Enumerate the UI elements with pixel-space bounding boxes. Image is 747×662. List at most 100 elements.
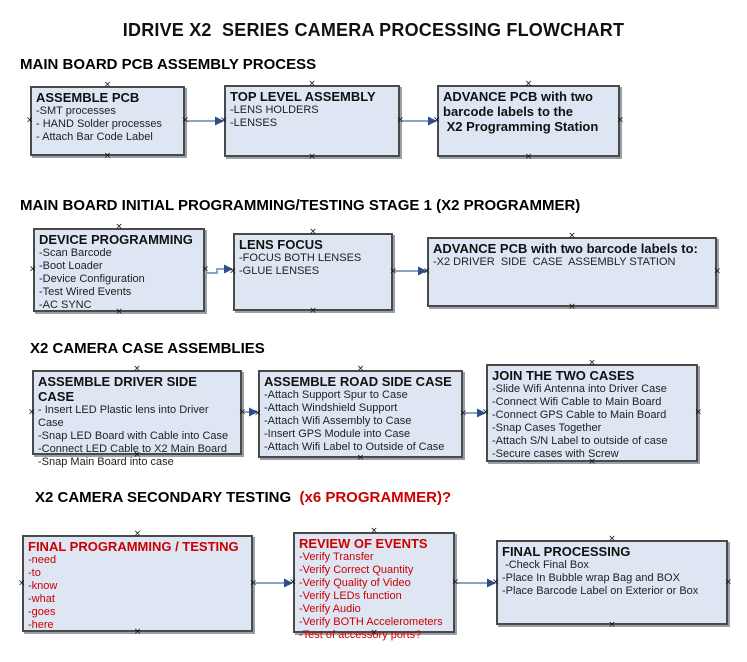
flow-box-item: -Attach S/N Label to outside of case [492, 435, 668, 447]
flow-box-title: FINAL PROCESSING [502, 544, 631, 559]
connection-handle-icon: × [308, 79, 316, 89]
connector-arrow-2 [401, 116, 437, 126]
flow-box-item: -Attach Wifi Assembly to Case [264, 415, 412, 427]
connection-handle-icon: × [103, 80, 112, 90]
flow-box-item: -to [28, 567, 41, 579]
flow-box-item: -AC SYNC [39, 299, 92, 311]
flow-box-item: -Connect LED Cable to X2 Main Board [38, 443, 227, 455]
flow-box-title: ADVANCE PCB with two barcode labels to t… [443, 89, 599, 134]
connection-handle-icon: × [356, 364, 365, 374]
section-heading-secondary-testing: X2 CAMERA SECONDARY TESTING (x6 PROGRAMM… [35, 489, 451, 506]
flow-box-item: -X2 DRIVER SIDE CASE ASSEMBLY STATION [433, 256, 676, 268]
connection-handle-icon: × [389, 266, 397, 277]
flow-box-lens-focus[interactable]: LENS FOCUS -FOCUS BOTH LENSES-GLUE LENSE… [229, 228, 397, 316]
flow-box-assemble-pcb[interactable]: ASSEMBLE PCB -SMT processes- HAND Solder… [26, 81, 189, 161]
connection-handle-icon: × [568, 302, 576, 312]
flow-box-title: FINAL PROGRAMMING / TESTING [28, 539, 239, 554]
connection-handle-icon: × [26, 115, 34, 126]
connection-handle-icon: × [492, 577, 500, 587]
connection-handle-icon: × [18, 578, 26, 588]
flow-box-item: -Secure cases with Screw [492, 448, 619, 460]
connector-arrow-8 [456, 578, 496, 588]
flow-box-item: -Connect GPS Cable to Main Board [492, 409, 667, 421]
connection-handle-icon: × [309, 227, 317, 237]
flow-box-item: -Insert GPS Module into Case [264, 428, 411, 440]
section-heading-red-suffix: (x6 PROGRAMMER)? [299, 489, 452, 506]
flow-box-final-processing[interactable]: FINAL PROCESSING -Check Final Box-Place … [492, 535, 732, 630]
flow-box-items: -Verify Transfer-Verify Correct Quantity… [299, 551, 449, 642]
flow-box-item: -what [28, 593, 55, 605]
flow-box-item: -goes [28, 606, 56, 618]
connection-handle-icon: × [423, 266, 431, 277]
flow-box-item: -Verify Audio [299, 603, 361, 615]
flow-box-items: -FOCUS BOTH LENSES-GLUE LENSES [239, 252, 387, 278]
connection-handle-icon: × [238, 407, 246, 417]
flow-box-item: -Snap Cases Together [492, 422, 602, 434]
flow-box-device-programming[interactable]: DEVICE PROGRAMMING -Scan Barcode-Boot Lo… [29, 223, 209, 317]
flow-box-item: -Place Barcode Label on Exterior or Box [502, 585, 699, 597]
connection-handle-icon: × [482, 407, 490, 418]
flow-box-item: -Slide Wifi Antenna into Driver Case [492, 383, 667, 395]
flow-box-items: -need-to-know-what-goes-here [28, 554, 247, 632]
flow-box-item: -Attach Wifi Label to Outside of Case [264, 441, 445, 453]
flow-box-title: ASSEMBLE DRIVER SIDE CASE [38, 374, 201, 404]
connection-handle-icon: × [201, 264, 209, 275]
flow-box-advance-pcb-programming-station[interactable]: ADVANCE PCB with two barcode labels to t… [433, 80, 624, 162]
flow-box-title: ASSEMBLE ROAD SIDE CASE [264, 374, 452, 389]
flow-box-item: -Test Wired Events [39, 286, 132, 298]
connection-handle-icon: × [229, 266, 237, 277]
flow-box-top-level-assembly[interactable]: TOP LEVEL ASSEMBLY -LENS HOLDERS-LENSES … [220, 80, 404, 162]
connection-handle-icon: × [133, 627, 142, 637]
flow-box-item: -know [28, 580, 58, 592]
connection-handle-icon: × [115, 307, 123, 317]
flow-box-item: -Verify Transfer [299, 551, 374, 563]
connection-handle-icon: × [568, 231, 576, 241]
flow-box-items: - Insert LED Plastic lens into Driver Ca… [38, 404, 236, 469]
connection-handle-icon: × [115, 222, 123, 232]
flow-box-item: - Insert LED Plastic lens into Driver Ca… [38, 404, 212, 429]
connection-handle-icon: × [588, 457, 596, 467]
connection-handle-icon: × [370, 628, 378, 638]
section-heading-secondary-testing-text: X2 CAMERA SECONDARY TESTING [35, 489, 300, 506]
connection-handle-icon: × [181, 115, 189, 126]
connection-handle-icon: × [451, 577, 459, 587]
connection-handle-icon: × [309, 306, 317, 316]
flow-box-title: JOIN THE TWO CASES [492, 368, 635, 383]
flow-box-title: DEVICE PROGRAMMING [39, 232, 193, 247]
flow-box-item: -Place In Bubble wrap Bag and BOX [502, 572, 680, 584]
flow-box-item: -Connect Wifi Cable to Main Board [492, 396, 662, 408]
connection-handle-icon: × [713, 266, 721, 277]
connector-arrow-7 [254, 578, 293, 588]
connection-handle-icon: × [524, 152, 533, 162]
flow-box-item: -here [28, 619, 54, 631]
connector-arrow-6 [464, 408, 486, 418]
connection-handle-icon: × [254, 408, 262, 419]
flow-box-items: -LENS HOLDERS-LENSES [230, 104, 394, 130]
flow-box-join-the-two-cases[interactable]: JOIN THE TWO CASES -Slide Wifi Antenna i… [482, 359, 702, 467]
connection-handle-icon: × [694, 407, 702, 418]
connection-handle-icon: × [588, 358, 596, 368]
flow-box-item: -Device Configuration [39, 273, 145, 285]
flow-box-item: -Verify LEDs function [299, 590, 402, 602]
connection-handle-icon: × [29, 264, 37, 275]
flow-box-final-programming-testing[interactable]: FINAL PROGRAMMING / TESTING -need-to-kno… [18, 530, 257, 637]
connection-handle-icon: × [133, 450, 141, 460]
flow-box-assemble-road-side-case[interactable]: ASSEMBLE ROAD SIDE CASE -Attach Support … [254, 365, 467, 463]
flow-box-advance-pcb-driver-side[interactable]: ADVANCE PCB with two barcode labels to: … [423, 232, 721, 312]
section-heading-initial-programming: MAIN BOARD INITIAL PROGRAMMING/TESTING S… [20, 197, 581, 214]
flow-box-item: -GLUE LENSES [239, 265, 320, 277]
connection-handle-icon: × [133, 529, 142, 539]
flow-box-review-of-events[interactable]: REVIEW OF EVENTS -Verify Transfer-Verify… [289, 527, 459, 642]
flow-box-item: -LENSES [230, 117, 278, 129]
flow-box-assemble-driver-side-case[interactable]: ASSEMBLE DRIVER SIDE CASE - Insert LED P… [28, 365, 246, 469]
flow-box-item: -Attach Windshield Support [264, 402, 398, 414]
connection-handle-icon: × [616, 115, 624, 126]
flow-box-title: TOP LEVEL ASSEMBLY [230, 89, 376, 104]
section-heading-case-assemblies: X2 CAMERA CASE ASSEMBLIES [30, 340, 265, 357]
flow-box-items: -X2 DRIVER SIDE CASE ASSEMBLY STATION [433, 256, 711, 269]
flow-box-item: -Scan Barcode [39, 247, 112, 259]
flowchart-title: IDRIVE X2 SERIES CAMERA PROCESSING FLOWC… [122, 20, 625, 40]
flow-box-title: ASSEMBLE PCB [36, 90, 140, 105]
